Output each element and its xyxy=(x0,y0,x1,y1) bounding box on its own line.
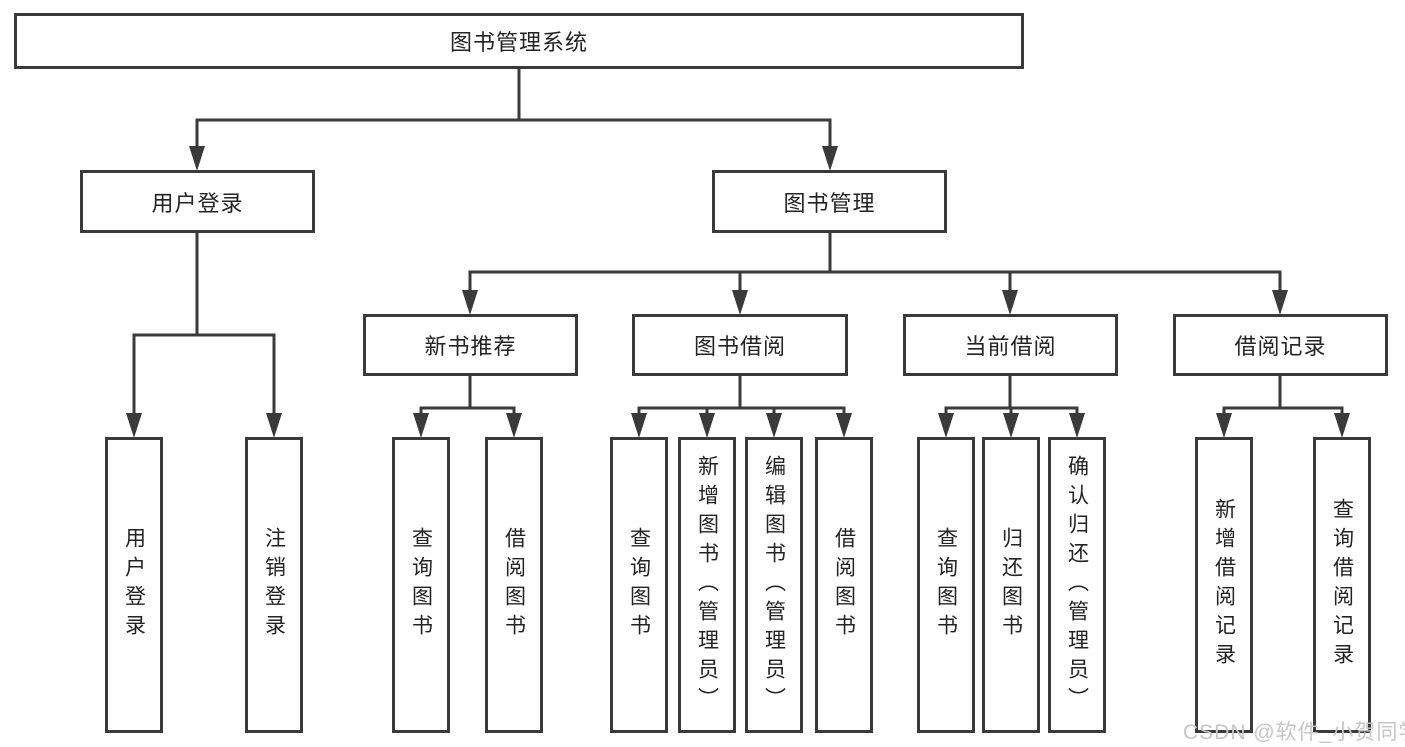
node-query-borrow-record: 查询借阅记录 xyxy=(1313,437,1371,733)
node-add-books-admin-label: 新增图书（管理员） xyxy=(695,454,719,716)
node-new-book-recommend: 新书推荐 xyxy=(363,314,578,376)
node-query-books-recommend-label: 查询图书 xyxy=(409,527,433,643)
node-book-management-label: 图书管理 xyxy=(783,190,876,216)
node-query-borrow-record-label: 查询借阅记录 xyxy=(1330,498,1354,672)
node-confirm-return-admin: 确认归还（管理员） xyxy=(1048,437,1106,733)
node-edit-books-admin-label: 编辑图书（管理员） xyxy=(762,454,786,716)
node-current-borrowing: 当前借阅 xyxy=(903,314,1118,376)
node-query-books-recommend: 查询图书 xyxy=(392,437,450,733)
node-user-login-leaf-label: 用户登录 xyxy=(122,527,146,643)
node-confirm-return-admin-label: 确认归还（管理员） xyxy=(1065,454,1089,716)
node-user-login: 用户登录 xyxy=(80,170,315,233)
node-borrow-books-borrowing: 借阅图书 xyxy=(815,437,873,733)
node-book-borrowing: 图书借阅 xyxy=(632,314,848,376)
node-add-borrow-record: 新增借阅记录 xyxy=(1195,437,1253,733)
node-library-system-label: 图书管理系统 xyxy=(449,30,588,55)
node-book-borrowing-label: 图书借阅 xyxy=(693,334,786,359)
node-borrow-books-recommend-label: 借阅图书 xyxy=(502,527,526,643)
node-edit-books-admin: 编辑图书（管理员） xyxy=(745,437,803,733)
node-add-borrow-record-label: 新增借阅记录 xyxy=(1212,498,1236,672)
node-new-book-recommend-label: 新书推荐 xyxy=(424,334,517,359)
node-return-books: 归还图书 xyxy=(982,437,1040,733)
node-return-books-label: 归还图书 xyxy=(999,527,1023,643)
node-query-books-borrowing: 查询图书 xyxy=(610,437,668,733)
node-query-books-current-label: 查询图书 xyxy=(934,527,958,643)
node-borrowing-records: 借阅记录 xyxy=(1173,314,1388,376)
node-logout-label: 注销登录 xyxy=(262,527,286,643)
node-borrow-books-borrowing-label: 借阅图书 xyxy=(832,527,856,643)
node-borrow-books-recommend: 借阅图书 xyxy=(485,437,543,733)
node-current-borrowing-label: 当前借阅 xyxy=(964,334,1057,359)
node-borrowing-records-label: 借阅记录 xyxy=(1234,334,1327,359)
node-user-login-leaf: 用户登录 xyxy=(105,437,163,733)
node-logout: 注销登录 xyxy=(245,437,303,733)
node-add-books-admin: 新增图书（管理员） xyxy=(678,437,736,733)
node-query-books-current: 查询图书 xyxy=(917,437,975,733)
node-book-management: 图书管理 xyxy=(712,170,947,233)
node-library-system: 图书管理系统 xyxy=(14,13,1024,69)
csdn-watermark: CSDN @软件_小贺同学 xyxy=(1183,721,1405,744)
node-user-login-label: 用户登录 xyxy=(151,190,244,216)
node-query-books-borrowing-label: 查询图书 xyxy=(627,527,651,643)
